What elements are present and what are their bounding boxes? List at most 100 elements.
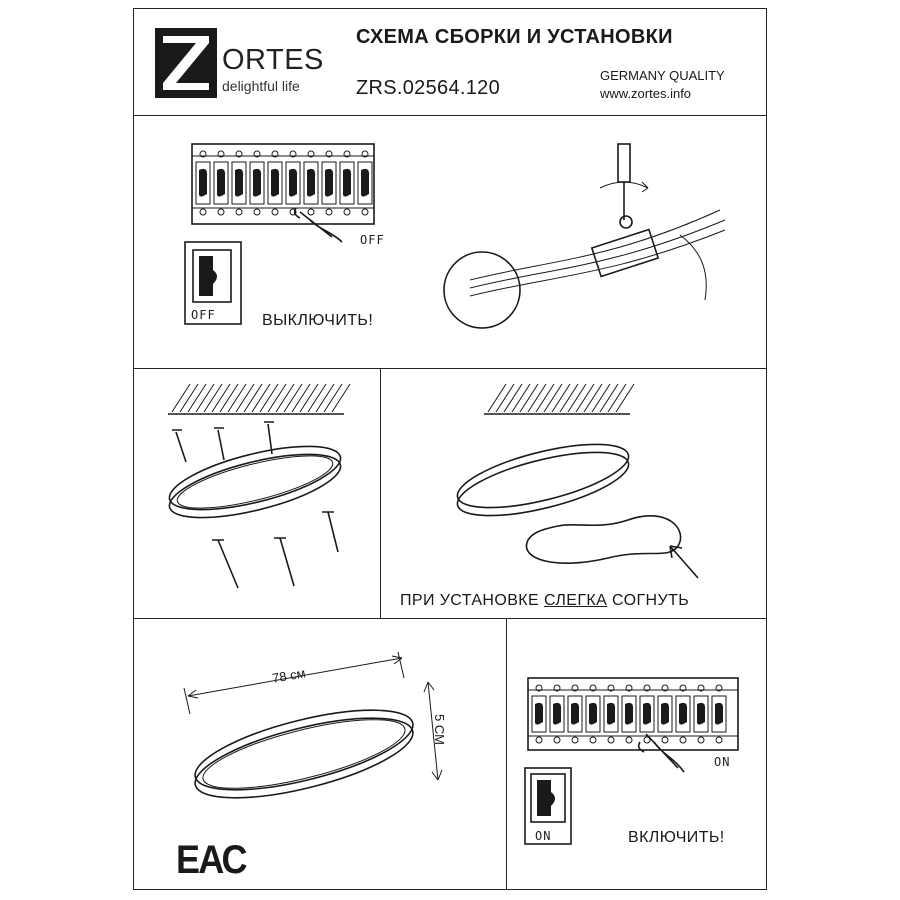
hatch-line bbox=[179, 383, 199, 413]
hatch-line bbox=[291, 383, 311, 413]
hand-on-icon bbox=[637, 733, 685, 773]
breaker-terminal bbox=[325, 150, 333, 158]
website-link[interactable]: www.zortes.info bbox=[600, 86, 692, 101]
breaker-terminal bbox=[679, 684, 687, 692]
breaker-terminal bbox=[715, 736, 723, 744]
hatch-line bbox=[519, 383, 539, 413]
breaker-terminal bbox=[271, 150, 279, 158]
divider-col-middle bbox=[380, 368, 381, 618]
breaker-module bbox=[531, 695, 547, 733]
breaker-terminal bbox=[361, 208, 369, 216]
breaker-terminal bbox=[361, 150, 369, 158]
svg-text:ON: ON bbox=[535, 829, 551, 843]
ceiling-hatch-icon bbox=[168, 383, 351, 415]
breaker-terminal bbox=[535, 736, 543, 744]
hatch-line bbox=[315, 383, 335, 413]
screw-anchors-icon bbox=[172, 421, 274, 463]
hatch-line bbox=[495, 383, 515, 413]
power-on-instruction: ВКЛЮЧИТЬ! bbox=[628, 829, 725, 846]
breaker-terminal bbox=[625, 684, 633, 692]
hatch-line bbox=[243, 383, 263, 413]
instruction-sheet bbox=[133, 8, 767, 890]
breaker-terminal bbox=[235, 208, 243, 216]
breaker-terminal bbox=[553, 684, 561, 692]
breaker-lever bbox=[696, 702, 706, 725]
hatch-line bbox=[511, 383, 531, 413]
breaker-terminal bbox=[307, 150, 315, 158]
breaker-terminal bbox=[679, 736, 687, 744]
breaker-module bbox=[621, 695, 637, 733]
breaker-lever bbox=[270, 168, 280, 197]
breaker-module bbox=[321, 161, 337, 205]
breaker-lever bbox=[306, 168, 316, 197]
breaker-terminal bbox=[253, 150, 261, 158]
hatch-line bbox=[331, 383, 351, 413]
hatch-line bbox=[591, 383, 611, 413]
breaker-module bbox=[285, 161, 301, 205]
breaker-terminal bbox=[253, 208, 261, 216]
breaker-module bbox=[357, 161, 373, 205]
dimension-drawing-icon bbox=[183, 651, 443, 799]
breaker-terminal bbox=[589, 736, 597, 744]
divider-row-2 bbox=[133, 618, 767, 619]
hatch-line bbox=[559, 383, 579, 413]
ceiling-hatch-2-icon bbox=[484, 383, 635, 415]
breaker-lever bbox=[624, 702, 634, 725]
quality-note: GERMANY QUALITY bbox=[600, 68, 725, 83]
breaker-off-label: OFF bbox=[360, 233, 385, 247]
hatch-line bbox=[171, 383, 191, 413]
breaker-lever bbox=[288, 168, 298, 197]
breaker-lever bbox=[678, 702, 688, 725]
breaker-terminal bbox=[235, 150, 243, 158]
breaker-terminal bbox=[199, 150, 207, 158]
hatch-line bbox=[259, 383, 279, 413]
breaker-module bbox=[657, 695, 673, 733]
breaker-module bbox=[267, 161, 283, 205]
hatch-line bbox=[575, 383, 595, 413]
breaker-terminal bbox=[661, 684, 669, 692]
ceiling-lamp-ring-icon bbox=[168, 445, 342, 519]
breaker-terminal bbox=[535, 684, 543, 692]
breaker-terminal bbox=[217, 150, 225, 158]
hatch-line bbox=[267, 383, 287, 413]
breaker-terminal bbox=[571, 736, 579, 744]
breaker-module bbox=[339, 161, 355, 205]
breaker-terminal bbox=[343, 208, 351, 216]
breaker-lever bbox=[534, 702, 544, 725]
breaker-terminal bbox=[325, 208, 333, 216]
breaker-module bbox=[213, 161, 229, 205]
breaker-lever bbox=[216, 168, 226, 197]
breaker-lever bbox=[342, 168, 352, 197]
breaker-terminal bbox=[607, 736, 615, 744]
breaker-module bbox=[711, 695, 727, 733]
hatch-line bbox=[299, 383, 319, 413]
breaker-module bbox=[303, 161, 319, 205]
hand-icon bbox=[293, 207, 343, 243]
wall-switch-on-icon: ON bbox=[524, 767, 572, 845]
power-off-instruction: ВЫКЛЮЧИТЬ! bbox=[262, 312, 374, 329]
hatch-line bbox=[503, 383, 523, 413]
breaker-lever bbox=[642, 702, 652, 725]
divider-col-bottom bbox=[506, 618, 507, 890]
hatch-line bbox=[275, 383, 295, 413]
breaker-lever bbox=[252, 168, 262, 197]
logo-z-icon bbox=[155, 28, 217, 98]
breaker-lever bbox=[360, 168, 370, 197]
hatch-line bbox=[203, 383, 223, 413]
hatch-line bbox=[283, 383, 303, 413]
hatch-line bbox=[583, 383, 603, 413]
breaker-lever bbox=[198, 168, 208, 197]
breaker-panel-off-icon: OFF bbox=[191, 143, 385, 247]
brand-tagline: delightful life bbox=[222, 78, 300, 94]
breaker-terminal bbox=[289, 150, 297, 158]
hatch-line bbox=[543, 383, 563, 413]
breaker-module bbox=[639, 695, 655, 733]
breaker-terminal bbox=[643, 736, 651, 744]
breaker-panel-on-icon: ON bbox=[527, 677, 739, 773]
breaker-terminal bbox=[571, 684, 579, 692]
breaker-terminal bbox=[307, 208, 315, 216]
breaker-terminal bbox=[343, 150, 351, 158]
hatch-line bbox=[527, 383, 547, 413]
hatch-line bbox=[607, 383, 627, 413]
divider-header bbox=[133, 115, 767, 116]
